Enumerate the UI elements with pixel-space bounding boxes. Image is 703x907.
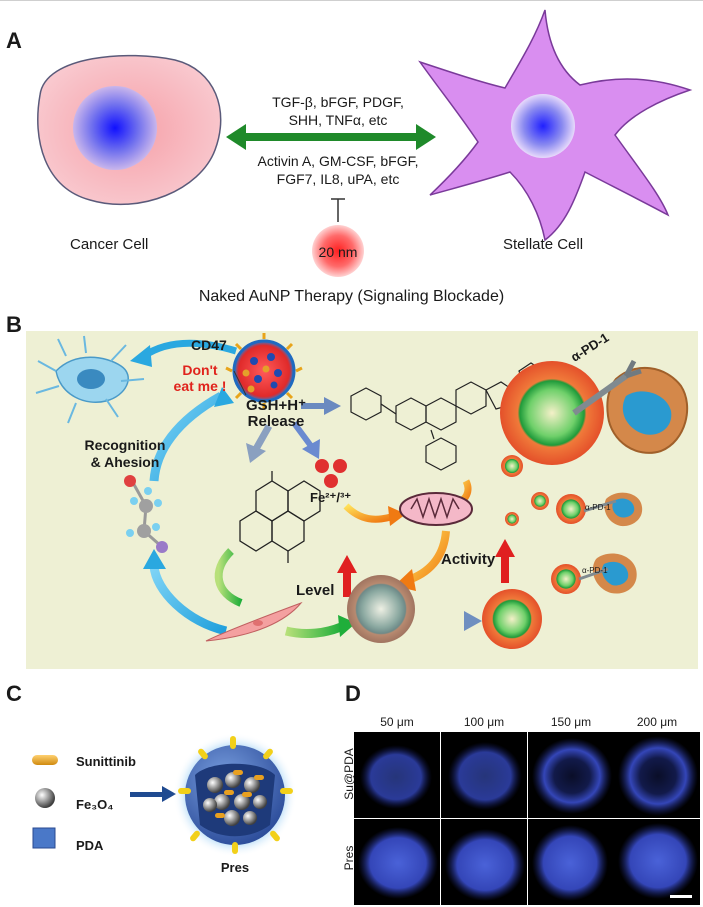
- legend-fe3o4: Fe₃O₄: [76, 797, 114, 812]
- recognition-line2: & Ahesion: [90, 454, 160, 470]
- dont-eat-line2: eat me !: [173, 378, 227, 394]
- nanoparticle: [312, 225, 364, 277]
- image-su-pda-100: [441, 732, 527, 818]
- tumor-large: [500, 361, 604, 465]
- activity-arrow-head: [495, 539, 515, 557]
- double-arrow-icon: [226, 124, 436, 150]
- dont-eat-line1: Don't: [182, 362, 218, 378]
- fe3o4-particles: [203, 772, 267, 826]
- cancer-cell-nucleus: [73, 86, 157, 170]
- pres-label: Pres: [220, 860, 250, 875]
- column-50um: 50 μm: [380, 715, 414, 729]
- matrine-structure-icon: [239, 471, 321, 563]
- signal-bottom-text: Activin A, GM-CSF, bFGF, FGF7, IL8, uPA,…: [222, 152, 454, 188]
- panel-c-label: C: [6, 681, 22, 706]
- dont-eat-me-text: Don't eat me !: [160, 362, 240, 394]
- blue-arrow-top: [142, 339, 238, 359]
- fe-ion-3: [324, 474, 338, 488]
- column-150um: 150 μm: [550, 715, 592, 729]
- panel-a-caption: Naked AuNP Therapy (Signaling Blockade): [198, 288, 505, 305]
- inhibition-icon: [331, 198, 345, 222]
- image-su-pda-50: [354, 732, 440, 818]
- panel-b-label: B: [6, 312, 22, 337]
- apd1-small-label-2: α-PD-1: [582, 566, 608, 575]
- level-label: Level: [296, 582, 335, 599]
- macrophage-icon: [35, 335, 145, 424]
- signal-bottom-line2: FGF7, IL8, uPA, etc: [276, 171, 400, 187]
- release-arrow-down-left-head: [246, 443, 266, 463]
- column-100um: 100 μm: [463, 715, 505, 729]
- activity-arrow-shaft: [501, 555, 509, 583]
- release-arrow-down: [291, 421, 314, 448]
- stellate-cell-nucleus: [511, 94, 575, 158]
- green-arrow-left: [214, 548, 243, 607]
- release-arrow-down-left: [252, 424, 273, 451]
- release-line1: GSH+H⁺: [245, 397, 306, 414]
- panel-b-diagram: [35, 333, 689, 649]
- image-pres-50: [354, 819, 440, 905]
- legend-pda: PDA: [76, 838, 104, 853]
- antibody-small-2: [578, 567, 609, 581]
- release-arrow-down-head: [302, 439, 320, 459]
- column-200um: 200 μm: [636, 715, 678, 729]
- pres-particle-diagram: [130, 733, 297, 857]
- antibody-small-1: [583, 499, 617, 513]
- sphere-icon: [35, 788, 55, 808]
- orange-arrow-down: [409, 530, 450, 583]
- cd47-pointer: [233, 370, 247, 396]
- green-arrow-bottom: [284, 622, 343, 639]
- image-su-pda-200: [614, 732, 700, 818]
- tumor-small-5: [551, 564, 581, 594]
- image-pres-100: [441, 819, 527, 905]
- signal-top-line1: TGF-β, bFGF, PDGF,: [272, 94, 404, 110]
- pres-arrow-shaft: [130, 792, 164, 797]
- nanoparticle-label: 20 nm: [318, 244, 358, 260]
- image-su-pda-150: [528, 732, 614, 818]
- tumor-small-3: [505, 512, 519, 526]
- mitochondria-icon: [399, 492, 473, 526]
- signal-bottom-line1: Activin A, GM-CSF, bFGF,: [257, 153, 419, 169]
- level-arrow-head: [337, 555, 357, 573]
- blue-arrow-left: [149, 392, 224, 482]
- pres-arrow-head: [162, 786, 176, 802]
- recognition-text: Recognition & Ahesion: [70, 437, 180, 471]
- fe-label: Fe²⁺/³⁺: [310, 490, 352, 505]
- surface-capsules: [178, 736, 293, 854]
- panel-c-legend-icons: [32, 755, 58, 849]
- release-line2: Release: [247, 413, 305, 430]
- tumor-small-2: [531, 492, 549, 510]
- signal-top-text: TGF-β, bFGF, PDGF, SHH, TNFα, etc: [230, 93, 446, 129]
- release-arrow-right-head: [324, 397, 341, 415]
- top-divider: [0, 0, 703, 1]
- release-text: GSH+H⁺ Release: [236, 398, 316, 430]
- panel-a-label: A: [6, 28, 22, 53]
- stellate-cell-label: Stellate Cell: [503, 236, 584, 253]
- cd47-label: CD47: [191, 337, 227, 353]
- fe-ion-2: [333, 459, 347, 473]
- tumor-small-1: [501, 455, 523, 477]
- image-pres-200: [614, 819, 700, 905]
- blue-arrow-bottom: [149, 565, 228, 636]
- activity-label: Activity: [441, 551, 496, 568]
- panel-a-diagram: [37, 9, 693, 277]
- image-pres-150: [528, 819, 614, 905]
- fe-ion-1: [315, 459, 329, 473]
- cancer-cell-label: Cancer Cell: [70, 236, 149, 253]
- panel-d-label: D: [345, 681, 361, 706]
- molecule-icon: [124, 475, 168, 553]
- level-arrow-shaft: [343, 571, 351, 597]
- orange-arrow-fe: [343, 503, 392, 523]
- antibody-large-icon: [572, 359, 642, 416]
- scale-bar: [670, 895, 692, 898]
- tumor-small-4: [556, 494, 586, 524]
- tumor-untreated: [347, 575, 415, 643]
- signal-top-line2: SHH, TNFα, etc: [288, 112, 388, 128]
- tumor-treated: [482, 589, 542, 649]
- legend-sunittinib: Sunittinib: [76, 754, 136, 769]
- capsule-icon: [32, 755, 58, 765]
- sunitinib-capsules: [215, 770, 264, 818]
- square-icon: [32, 827, 56, 849]
- recognition-line1: Recognition: [84, 437, 166, 453]
- apd1-small-label-1: α-PD-1: [585, 503, 611, 512]
